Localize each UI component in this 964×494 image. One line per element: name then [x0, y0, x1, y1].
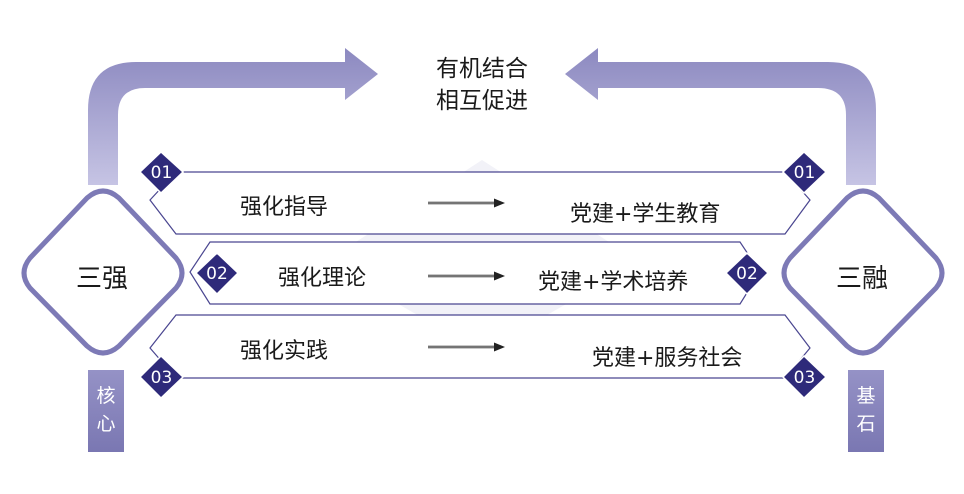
left-badge-03: 03 [138, 354, 185, 400]
caption-line-2: 相互促进 [436, 88, 528, 114]
row-2-arrow [428, 271, 505, 281]
left-tab-char-2: 心 [96, 413, 116, 435]
svg-text:02: 02 [736, 264, 758, 284]
right-badge-03: 03 [781, 354, 828, 400]
row-3-left-label: 强化实践 [240, 339, 329, 364]
svg-text:03: 03 [151, 368, 173, 388]
row-2-frame [189, 241, 761, 305]
row-3-right-label: 党建+服务社会 [592, 346, 743, 371]
row-1-arrow [428, 198, 505, 208]
svg-text:02: 02 [206, 264, 228, 284]
row-1-right-label: 党建+学生教育 [570, 202, 721, 227]
right-hub-label: 三融 [836, 264, 889, 294]
left-badge-01: 01 [138, 150, 185, 195]
row-1-left-label: 强化指导 [240, 195, 329, 220]
svg-text:03: 03 [794, 368, 816, 388]
right-badge-01: 01 [781, 150, 828, 195]
svg-text:01: 01 [794, 163, 816, 183]
right-tab-char-2: 石 [856, 413, 876, 435]
caption-line-1: 有机结合 [436, 56, 528, 82]
right-badge-02: 02 [724, 251, 770, 296]
svg-text:01: 01 [151, 163, 173, 183]
right-curved-arrow [565, 48, 876, 185]
right-hub-diamond [781, 188, 945, 356]
left-hub-diamond [21, 188, 185, 356]
left-hub-tab [88, 370, 124, 452]
left-tab-char-1: 核 [96, 385, 116, 407]
left-hub-label: 三强 [76, 264, 129, 294]
row-3-arrow [428, 342, 505, 352]
row-2-left-label: 强化理论 [278, 266, 367, 291]
right-tab-char-1: 基 [856, 385, 876, 407]
row-2-right-label: 党建+学术培养 [538, 270, 689, 295]
left-badge-02: 02 [194, 251, 240, 296]
left-curved-arrow [88, 48, 378, 185]
right-hub-tab [848, 370, 884, 452]
